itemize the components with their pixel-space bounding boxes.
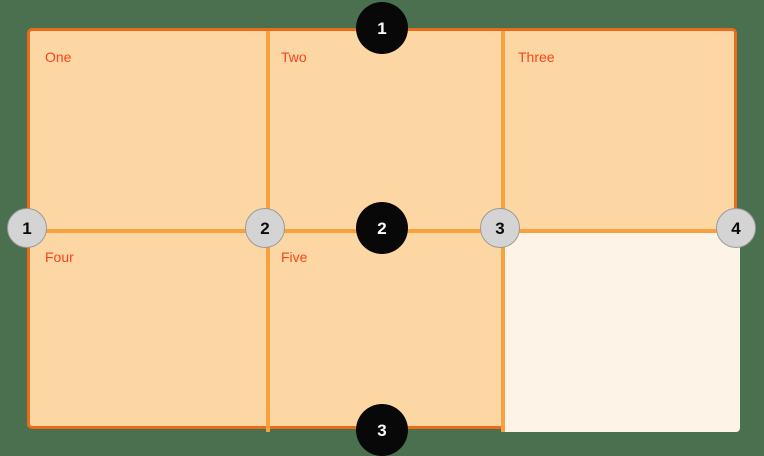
grid-cell-label-four: Four — [45, 249, 74, 265]
grid-cell-label-five: Five — [281, 249, 308, 265]
grid-frame — [27, 28, 740, 432]
grid-cell-label-three: Three — [518, 49, 555, 65]
row-handle-1[interactable]: 1 — [356, 2, 408, 54]
column-handle-1[interactable]: 1 — [7, 208, 47, 248]
row-handle-3[interactable]: 3 — [356, 404, 408, 456]
column-handle-4[interactable]: 4 — [716, 208, 756, 248]
grid-cell-label-one: One — [45, 49, 72, 65]
row-handle-2[interactable]: 2 — [356, 202, 408, 254]
grid-cell-six-empty[interactable] — [503, 231, 740, 432]
grid-cell-label-two: Two — [281, 49, 307, 65]
column-handle-2[interactable]: 2 — [245, 208, 285, 248]
column-handle-3[interactable]: 3 — [480, 208, 520, 248]
